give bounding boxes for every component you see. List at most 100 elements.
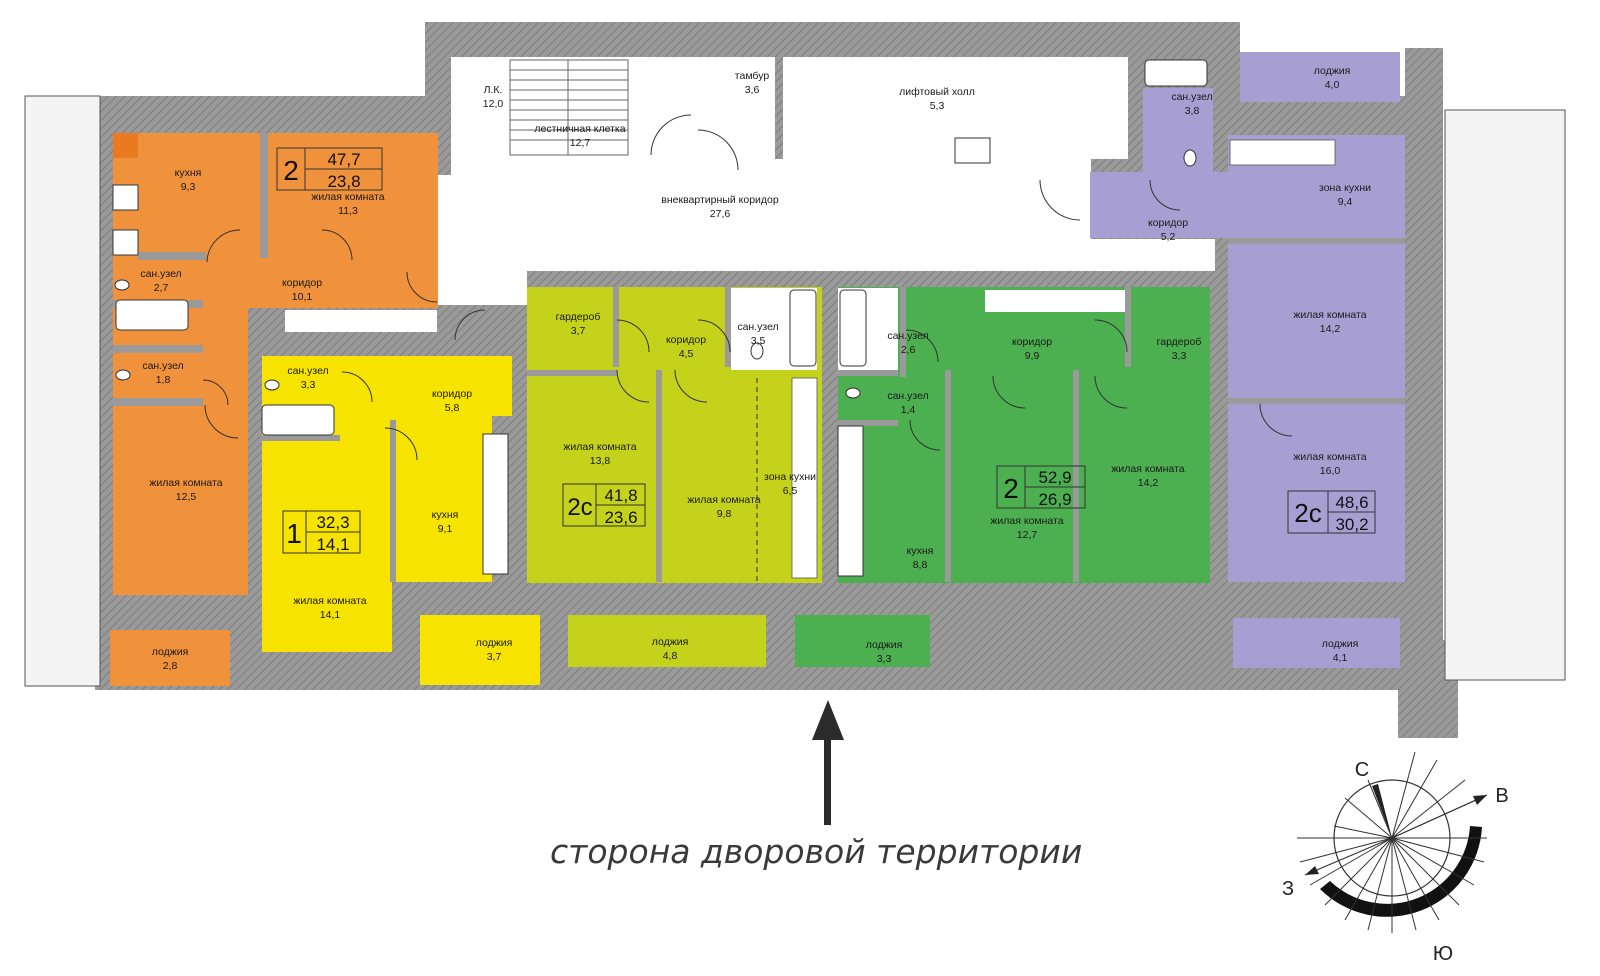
room-name: коридор xyxy=(1012,336,1052,348)
room-name: кухня xyxy=(907,545,934,557)
room-name: коридор xyxy=(282,277,322,289)
room-name: коридор xyxy=(432,388,472,400)
compass-north-label: С xyxy=(1355,759,1369,781)
area-living: 23,8 xyxy=(327,172,360,191)
room-area: 4,1 xyxy=(1333,652,1348,664)
apartment-d xyxy=(795,287,1210,667)
courtyard-caption: сторона дворовой территории xyxy=(550,832,1082,871)
room-area: 9,1 xyxy=(438,523,453,535)
room-name: тамбур xyxy=(735,70,770,82)
room-name: гардероб xyxy=(556,311,601,323)
room-area: 12,0 xyxy=(483,98,504,110)
apartment-badge-a: 2 47,7 23,8 xyxy=(276,147,383,191)
courtyard-arrow xyxy=(812,700,844,825)
room-name: лоджия xyxy=(1314,65,1351,77)
room-name: жилая комната xyxy=(1293,451,1366,463)
room-area: 5,2 xyxy=(1161,231,1176,243)
room-area: 4,8 xyxy=(663,650,678,662)
room-name: сан.узел xyxy=(737,321,778,333)
room-labels: кухня 9,3 жилая комната 11,3 сан.узел 2,… xyxy=(140,65,1371,672)
compass-west-label: З xyxy=(1282,878,1294,900)
fixtures xyxy=(112,59,1208,577)
room-name: жилая комната xyxy=(1293,309,1366,321)
area-total: 41,8 xyxy=(604,486,637,505)
room-area: 12,7 xyxy=(1017,529,1038,541)
area-living: 30,2 xyxy=(1335,515,1368,534)
room-name: сан.узел xyxy=(887,390,928,402)
apartment-b xyxy=(260,356,540,685)
room-name: лоджия xyxy=(652,636,689,648)
rooms-count: 2с xyxy=(567,494,592,521)
room-area: 14,1 xyxy=(320,609,341,621)
room-area: 3,5 xyxy=(751,335,766,347)
area-living: 14,1 xyxy=(316,535,349,554)
room-name: сан.узел xyxy=(1171,91,1212,103)
room-name: Л.К. xyxy=(484,84,503,96)
room-name: сан.узел xyxy=(142,360,183,372)
door-swings xyxy=(202,114,1293,461)
stairs xyxy=(509,59,629,156)
room-area: 5,3 xyxy=(930,100,945,112)
room-area: 4,5 xyxy=(679,348,694,360)
room-area: 4,0 xyxy=(1325,79,1340,91)
room-name: коридор xyxy=(666,334,706,346)
room-area: 2,6 xyxy=(901,344,916,356)
apartment-badge-d: 2 52,9 26,9 xyxy=(996,465,1086,509)
room-area: 9,9 xyxy=(1025,350,1040,362)
room-name: жилая комната xyxy=(563,441,636,453)
room-area: 9,4 xyxy=(1338,196,1353,208)
room-area: 3,6 xyxy=(745,84,760,96)
room-name: лоджия xyxy=(152,646,189,658)
room-name: кухня xyxy=(432,509,459,521)
room-name: жилая комната xyxy=(293,595,366,607)
room-name: жилая комната xyxy=(1111,463,1184,475)
room-area: 3,3 xyxy=(1172,350,1187,362)
apartment-badge-c: 2с 41,8 23,6 xyxy=(562,483,646,527)
room-area: 12,5 xyxy=(176,491,197,503)
room-area: 12,7 xyxy=(570,137,591,149)
room-area: 2,7 xyxy=(154,282,169,294)
room-area: 2,8 xyxy=(163,660,178,672)
room-name: кухня xyxy=(175,167,202,179)
room-name: зона кухни xyxy=(1319,182,1371,194)
room-name: внеквартирный коридор xyxy=(661,194,779,206)
rooms-count: 1 xyxy=(286,518,302,549)
area-total: 48,6 xyxy=(1335,493,1368,512)
compass-rose xyxy=(1297,751,1488,933)
area-living: 23,6 xyxy=(604,508,637,527)
room-area: 5,8 xyxy=(445,402,460,414)
compass-east-label: В xyxy=(1495,785,1508,807)
room-name: коридор xyxy=(1148,217,1188,229)
room-name: лоджия xyxy=(1322,638,1359,650)
room-name: жилая комната xyxy=(311,191,384,203)
room-area: 14,2 xyxy=(1138,477,1159,489)
area-total: 47,7 xyxy=(327,150,360,169)
room-area: 3,7 xyxy=(487,651,502,663)
room-area: 3,7 xyxy=(571,325,586,337)
rooms-count: 2с xyxy=(1294,498,1321,528)
apartment-a xyxy=(110,133,438,686)
room-area: 6,5 xyxy=(783,485,798,497)
room-area: 14,2 xyxy=(1320,323,1341,335)
room-name: жилая комната xyxy=(149,477,222,489)
room-area: 1,8 xyxy=(156,374,171,386)
apartment-badge-b: 1 32,3 14,1 xyxy=(282,510,361,554)
room-name: зона кухни xyxy=(764,471,816,483)
area-living: 26,9 xyxy=(1038,490,1071,509)
room-area: 13,8 xyxy=(590,455,611,467)
room-name: сан.узел xyxy=(140,268,181,280)
room-name: гардероб xyxy=(1157,336,1202,348)
room-area: 9,8 xyxy=(717,508,732,520)
room-area: 3,3 xyxy=(301,379,316,391)
rooms-count: 2 xyxy=(1003,473,1019,504)
room-area: 3,8 xyxy=(1185,105,1200,117)
area-total: 32,3 xyxy=(316,513,349,532)
room-area: 9,3 xyxy=(181,181,196,193)
room-area: 10,1 xyxy=(292,291,313,303)
room-area: 8,8 xyxy=(913,559,928,571)
room-area: 1,4 xyxy=(901,404,916,416)
room-name: сан.узел xyxy=(287,365,328,377)
room-name: лоджия xyxy=(866,639,903,651)
apartment-badge-e: 2с 48,6 30,2 xyxy=(1287,490,1376,534)
